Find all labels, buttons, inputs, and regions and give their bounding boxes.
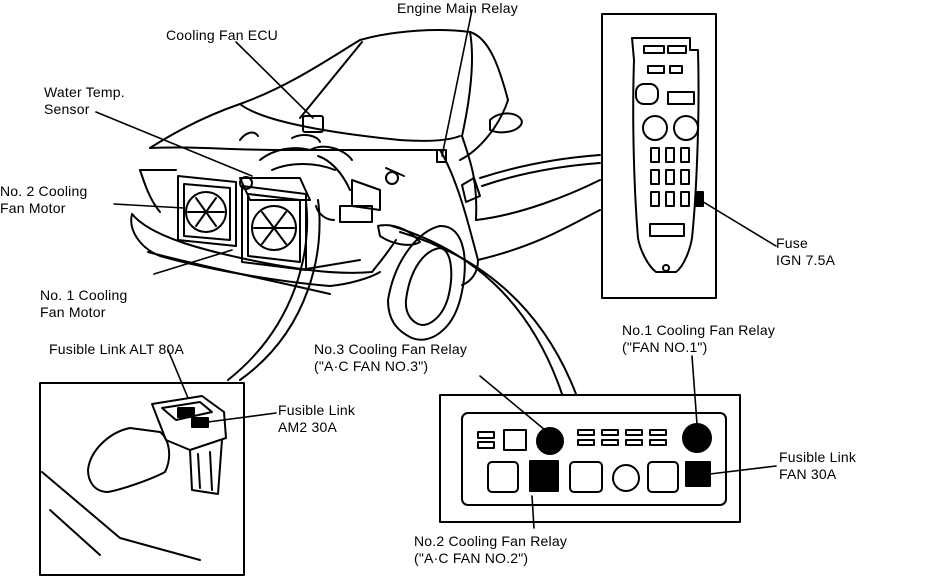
- label-no3-cooling-fan-relay-line2: ("A·C FAN NO.3"): [314, 358, 429, 374]
- label-no2-cooling-fan-motor-line1: No. 2 Cooling: [0, 183, 88, 199]
- label-no1-cooling-fan-motor-line1: No. 1 Cooling: [40, 287, 128, 303]
- label-engine-main-relay: Engine Main Relay: [397, 0, 518, 16]
- label-no1-cooling-fan-relay-line1: No.1 Cooling Fan Relay: [622, 322, 776, 338]
- leader-lines: [95, 9, 777, 529]
- label-fusible-link-am2-line1: Fusible Link: [278, 402, 356, 418]
- label-no3-cooling-fan-relay: No.3 Cooling Fan Relay ("A·C FAN NO.3"): [314, 341, 467, 375]
- label-no2-cooling-fan-motor: No. 2 Cooling Fan Motor: [0, 183, 87, 217]
- label-no2-cooling-fan-relay-line2: ("A·C FAN NO.2"): [414, 550, 529, 566]
- label-fuse-ign: Fuse IGN 7.5A: [776, 235, 835, 269]
- label-fusible-link-am2-line2: AM2 30A: [278, 419, 337, 435]
- label-water-temp-sensor: Water Temp. Sensor: [44, 84, 125, 118]
- label-no2-cooling-fan-relay-line1: No.2 Cooling Fan Relay: [414, 533, 568, 549]
- label-no1-cooling-fan-motor-line2: Fan Motor: [40, 304, 106, 320]
- label-no2-cooling-fan-relay: No.2 Cooling Fan Relay ("A·C FAN NO.2"): [414, 533, 567, 567]
- label-water-temp-sensor-line2: Sensor: [44, 101, 90, 117]
- label-no2-cooling-fan-motor-line2: Fan Motor: [0, 200, 66, 216]
- label-fusible-link-am2: Fusible Link AM2 30A: [278, 402, 355, 436]
- label-no1-cooling-fan-relay: No.1 Cooling Fan Relay ("FAN NO.1"): [622, 322, 775, 356]
- label-no1-cooling-fan-motor: No. 1 Cooling Fan Motor: [40, 287, 127, 321]
- label-fusible-link-fan: Fusible Link FAN 30A: [779, 449, 856, 483]
- car-illustration: [130, 29, 601, 341]
- relay-box-inset: [439, 394, 741, 523]
- fuse-panel: [601, 13, 717, 299]
- inset-connectors: [227, 154, 601, 395]
- label-no3-cooling-fan-relay-line1: No.3 Cooling Fan Relay: [314, 341, 468, 357]
- label-fuse-ign-line1: Fuse: [776, 235, 808, 251]
- label-fusible-link-fan-line2: FAN 30A: [779, 466, 837, 482]
- label-fusible-link-alt: Fusible Link ALT 80A: [49, 341, 185, 357]
- label-fusible-link-fan-line1: Fusible Link: [779, 449, 857, 465]
- label-water-temp-sensor-line1: Water Temp.: [44, 84, 125, 100]
- label-fuse-ign-line2: IGN 7.5A: [776, 252, 836, 268]
- label-cooling-fan-ecu: Cooling Fan ECU: [166, 27, 278, 43]
- fusible-link-inset: [39, 382, 245, 576]
- label-no1-cooling-fan-relay-line2: ("FAN NO.1"): [622, 339, 708, 355]
